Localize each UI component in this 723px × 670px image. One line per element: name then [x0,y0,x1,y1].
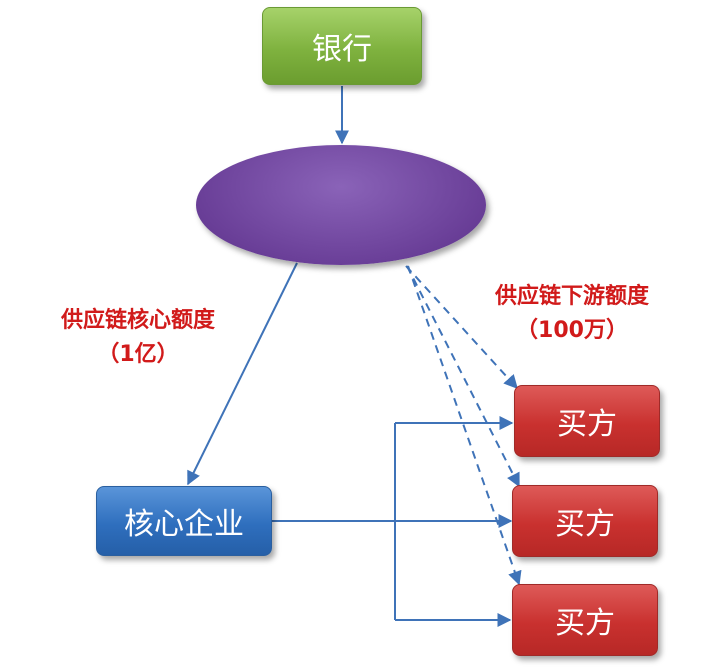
buyer-label: 买方 [555,507,615,542]
core-limit-amount: （1亿） [97,342,179,367]
hub-ellipse [196,145,486,265]
bank-node-label: 银行 [312,32,372,67]
downstream-limit-amount: （100万） [516,318,628,343]
core-limit-label: 供应链核心额度 （1亿） [28,304,248,372]
bank-node: 银行 [262,7,422,85]
core-enterprise-node: 核心企业 [96,486,272,556]
hub-to-buyer-3-dashed-arrow [407,265,522,586]
core-enterprise-label: 核心企业 [124,507,244,542]
buyer-node-3: 买方 [512,584,658,656]
buyer-label: 买方 [555,606,615,641]
downstream-limit-title: 供应链下游额度 [494,284,649,309]
buyer-node-1: 买方 [514,385,660,457]
buyer-node-2: 买方 [512,485,658,557]
downstream-limit-label: 供应链下游额度 （100万） [462,280,682,348]
hub-to-core-arrow [187,262,298,486]
buyer-label: 买方 [557,407,617,442]
core-limit-title: 供应链核心额度 [60,308,215,333]
